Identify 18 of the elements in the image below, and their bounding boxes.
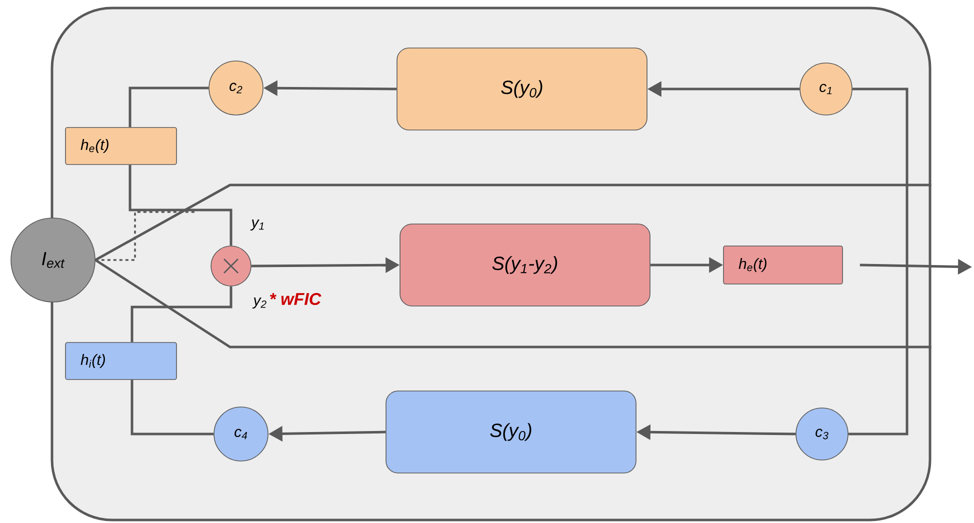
connector-line [848, 88, 908, 436]
kernel-box: h$_{e}$(t) [65, 127, 177, 165]
edge-label: y$_{1}$ [250, 220, 264, 231]
connector-line [130, 286, 232, 342]
sigmoid-box: S(y$_{0}$) [396, 48, 648, 130]
kernel-box: h$_{i}$(t) [65, 342, 177, 380]
connector-line [94, 184, 932, 262]
connector-line [94, 258, 932, 348]
sigmoid-box: S(y$_{1}$-y$_{2}$) [400, 224, 650, 306]
dashed-connector [95, 211, 195, 261]
kernel-box: h$_{e}$(t) [723, 246, 843, 284]
weight-label: * wFIC [270, 292, 322, 306]
connector-line [130, 380, 214, 436]
sigmoid-box: S(y$_{0}$) [386, 390, 636, 474]
multiplier-circle [210, 246, 252, 286]
edge-label: y$_{2}$ [252, 298, 266, 309]
connector-line [128, 86, 209, 128]
connector-line [128, 164, 232, 246]
